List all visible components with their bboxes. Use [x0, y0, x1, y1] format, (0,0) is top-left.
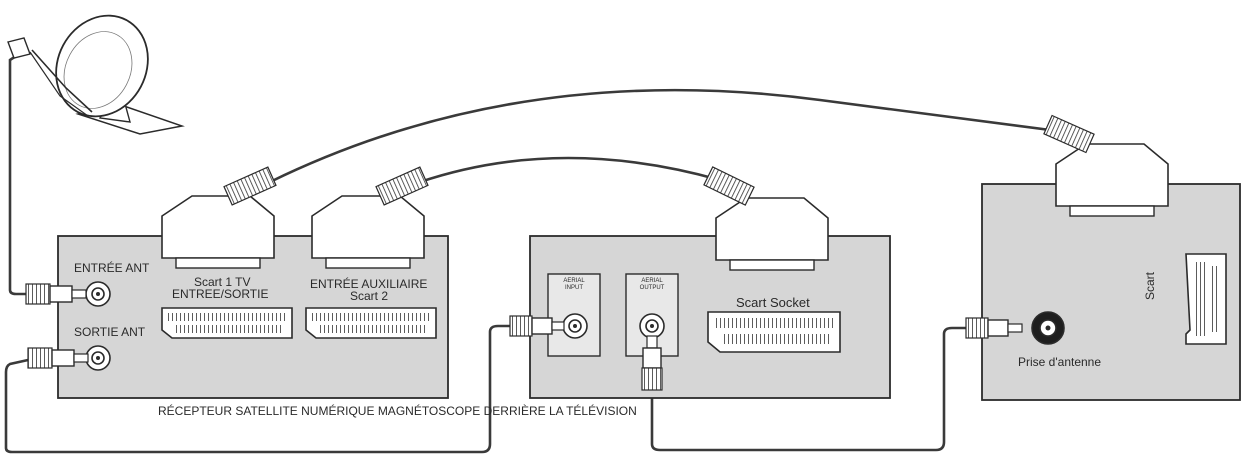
scart1-label-line2: ENTREE/SORTIE — [172, 287, 269, 301]
aerial-output-to-tv-cable — [650, 326, 970, 452]
aerial-input-label: AERIAL INPUT — [563, 278, 585, 291]
tv-panel — [981, 183, 1241, 401]
sortie-to-aerial-input-cable — [4, 324, 514, 454]
diagram-caption: RÉCEPTEUR SATELLITE NUMÉRIQUE MAGNÉTOSCO… — [158, 404, 637, 418]
scart1-label-line1: Scart 1 TV — [194, 275, 251, 289]
scart-plug-icon — [703, 166, 829, 271]
dish-cable — [8, 50, 28, 296]
vcr-scart-socket — [707, 311, 841, 353]
aux-label-line1: ENTRÉE AUXILIAIRE — [310, 277, 428, 291]
sortie-ant-socket — [85, 345, 111, 371]
tv-scart-label: Scart — [1143, 271, 1157, 300]
scart1-socket — [161, 307, 293, 339]
scart-plug-icon — [161, 166, 277, 269]
aerial-input-socket — [562, 313, 588, 339]
tv-scart-socket — [1185, 253, 1227, 345]
aux-label-line2: Scart 2 — [350, 289, 389, 303]
entree-ant-label: ENTRÉE ANT — [74, 261, 150, 275]
scart1-to-tv-cable — [268, 88, 1052, 184]
prise-antenne-label: Prise d'antenne — [1018, 355, 1102, 369]
aux-to-vcr-cable — [418, 156, 722, 184]
satellite-dish-icon — [7, 14, 185, 135]
coax-plug-icon — [509, 315, 565, 337]
scart-plug-icon — [311, 166, 429, 269]
scart-plug-icon — [1043, 114, 1169, 217]
sortie-ant-label: SORTIE ANT — [74, 325, 146, 339]
vcr-panel — [529, 235, 891, 399]
aerial-output-label: AERIAL OUTPUT — [639, 278, 665, 291]
coax-plug-icon — [25, 283, 87, 305]
coax-plug-icon — [641, 335, 663, 391]
coax-plug-icon — [965, 317, 1023, 339]
aerial-output-socket — [639, 313, 665, 339]
entree-ant-socket — [85, 281, 111, 307]
scart2-socket — [305, 307, 437, 339]
coax-plug-icon — [27, 347, 89, 369]
scart-socket-label: Scart Socket — [736, 295, 810, 310]
tv-antenna-socket — [1031, 311, 1065, 345]
